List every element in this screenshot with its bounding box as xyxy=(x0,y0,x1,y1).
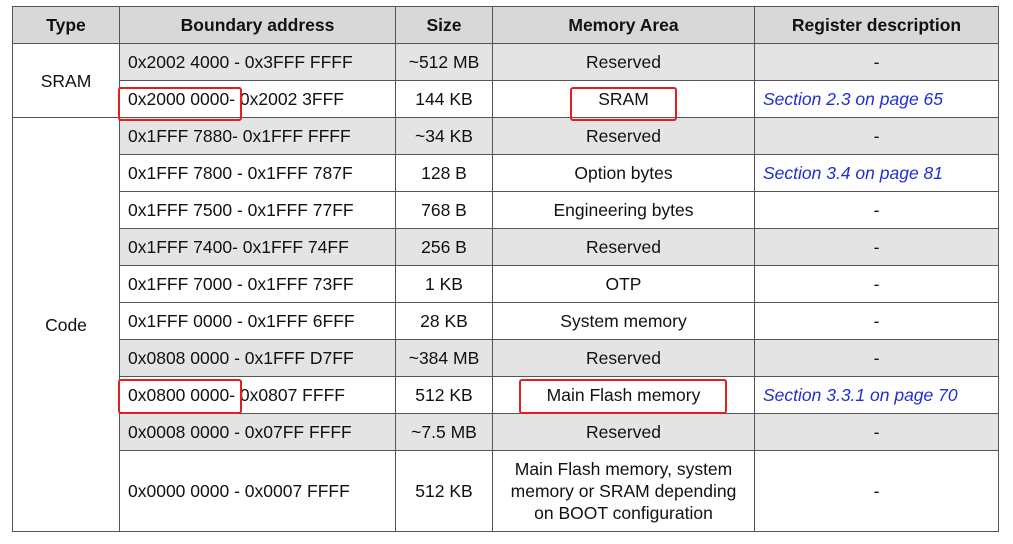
register-description-cell: - xyxy=(754,339,999,377)
table-row: 0x1FFF 7000 - 0x1FFF 73FF 1 KB OTP - xyxy=(13,265,999,303)
memory-area-cell: Option bytes xyxy=(492,154,755,192)
size-cell: 144 KB xyxy=(395,80,493,118)
table-row: 0x1FFF 0000 - 0x1FFF 6FFF 28 KB System m… xyxy=(13,302,999,340)
table-row: 0x1FFF 7800 - 0x1FFF 787F 128 B Option b… xyxy=(13,154,999,192)
memory-map-table: Type Boundary address Size Memory Area R… xyxy=(12,6,999,532)
size-cell: 28 KB xyxy=(395,302,493,340)
boundary-address-cell: 0x1FFF 7500 - 0x1FFF 77FF xyxy=(119,191,396,229)
size-cell: 512 KB xyxy=(395,376,493,414)
register-description-link[interactable]: Section 3.4 on page 81 xyxy=(754,154,999,192)
memory-area-cell: Engineering bytes xyxy=(492,191,755,229)
register-description-cell: - xyxy=(754,450,999,532)
memory-area-cell: Reserved xyxy=(492,117,755,155)
size-cell: 1 KB xyxy=(395,265,493,303)
table-header-row: Type Boundary address Size Memory Area R… xyxy=(12,6,999,44)
memory-area-cell: Main Flash memory xyxy=(492,376,755,414)
size-cell: 256 B xyxy=(395,228,493,266)
table-row: 0x1FFF 7400- 0x1FFF 74FF 256 B Reserved … xyxy=(13,228,999,266)
boundary-address-cell: 0x1FFF 7000 - 0x1FFF 73FF xyxy=(119,265,396,303)
size-cell: ~384 MB xyxy=(395,339,493,377)
header-size: Size xyxy=(395,6,493,44)
table-row: 0x1FFF 7500 - 0x1FFF 77FF 768 B Engineer… xyxy=(13,191,999,229)
type-cell-code: Code xyxy=(12,117,120,532)
memory-area-cell: Reserved xyxy=(492,228,755,266)
memory-area-cell: Reserved xyxy=(492,339,755,377)
register-description-cell: - xyxy=(754,228,999,266)
address-end: - 0x2002 3FFF xyxy=(229,89,344,109)
boundary-address-cell: 0x0008 0000 - 0x07FF FFFF xyxy=(119,413,396,451)
size-cell: ~512 MB xyxy=(395,43,493,81)
header-register-description: Register description xyxy=(754,6,999,44)
size-cell: 128 B xyxy=(395,154,493,192)
memory-area-cell: SRAM xyxy=(492,80,755,118)
size-cell: 768 B xyxy=(395,191,493,229)
header-memory-area: Memory Area xyxy=(492,6,755,44)
memory-area-cell: Main Flash memory, system memory or SRAM… xyxy=(492,450,755,532)
address-start: 0x0800 0000 xyxy=(128,385,230,405)
register-description-cell: - xyxy=(754,43,999,81)
register-description-cell: - xyxy=(754,117,999,155)
memory-area-cell: Reserved xyxy=(492,413,755,451)
boundary-address-cell: 0x2000 0000- 0x2002 3FFF xyxy=(119,80,396,118)
boundary-address-cell: 0x2002 4000 - 0x3FFF FFFF xyxy=(119,43,396,81)
table-row: 0x0800 0000- 0x0807 FFFF 512 KB Main Fla… xyxy=(13,376,999,414)
memory-area-cell: OTP xyxy=(492,265,755,303)
boundary-address-cell: 0x1FFF 7800 - 0x1FFF 787F xyxy=(119,154,396,192)
header-boundary-address: Boundary address xyxy=(119,6,396,44)
boundary-address-cell: 0x0800 0000- 0x0807 FFFF xyxy=(119,376,396,414)
memory-area-cell: System memory xyxy=(492,302,755,340)
address-start: 0x2000 0000 xyxy=(128,89,230,109)
type-cell-sram: SRAM xyxy=(12,43,120,118)
boundary-address-cell: 0x1FFF 0000 - 0x1FFF 6FFF xyxy=(119,302,396,340)
table-row: 0x0808 0000 - 0x1FFF D7FF ~384 MB Reserv… xyxy=(13,339,999,377)
table-row: 0x0000 0000 - 0x0007 FFFF 512 KB Main Fl… xyxy=(13,450,999,532)
register-description-link[interactable]: Section 2.3 on page 65 xyxy=(754,80,999,118)
table-row: SRAM 0x2002 4000 - 0x3FFF FFFF ~512 MB R… xyxy=(12,43,999,118)
table-row: Code 0x1FFF 7880- 0x1FFF FFFF ~34 KB Res… xyxy=(12,117,999,532)
size-cell: ~34 KB xyxy=(395,117,493,155)
size-cell: 512 KB xyxy=(395,450,493,532)
register-description-cell: - xyxy=(754,191,999,229)
boundary-address-cell: 0x0808 0000 - 0x1FFF D7FF xyxy=(119,339,396,377)
boundary-address-cell: 0x0000 0000 - 0x0007 FFFF xyxy=(119,450,396,532)
table-row: 0x0008 0000 - 0x07FF FFFF ~7.5 MB Reserv… xyxy=(13,413,999,451)
header-type: Type xyxy=(12,6,120,44)
boundary-address-cell: 0x1FFF 7880- 0x1FFF FFFF xyxy=(119,117,396,155)
register-description-cell: - xyxy=(754,413,999,451)
address-end: - 0x0807 FFFF xyxy=(229,385,345,405)
table-row: 0x2000 0000- 0x2002 3FFF 144 KB SRAM Sec… xyxy=(13,80,999,118)
size-cell: ~7.5 MB xyxy=(395,413,493,451)
boundary-address-cell: 0x1FFF 7400- 0x1FFF 74FF xyxy=(119,228,396,266)
register-description-link[interactable]: Section 3.3.1 on page 70 xyxy=(754,376,999,414)
register-description-cell: - xyxy=(754,265,999,303)
register-description-cell: - xyxy=(754,302,999,340)
memory-area-cell: Reserved xyxy=(492,43,755,81)
